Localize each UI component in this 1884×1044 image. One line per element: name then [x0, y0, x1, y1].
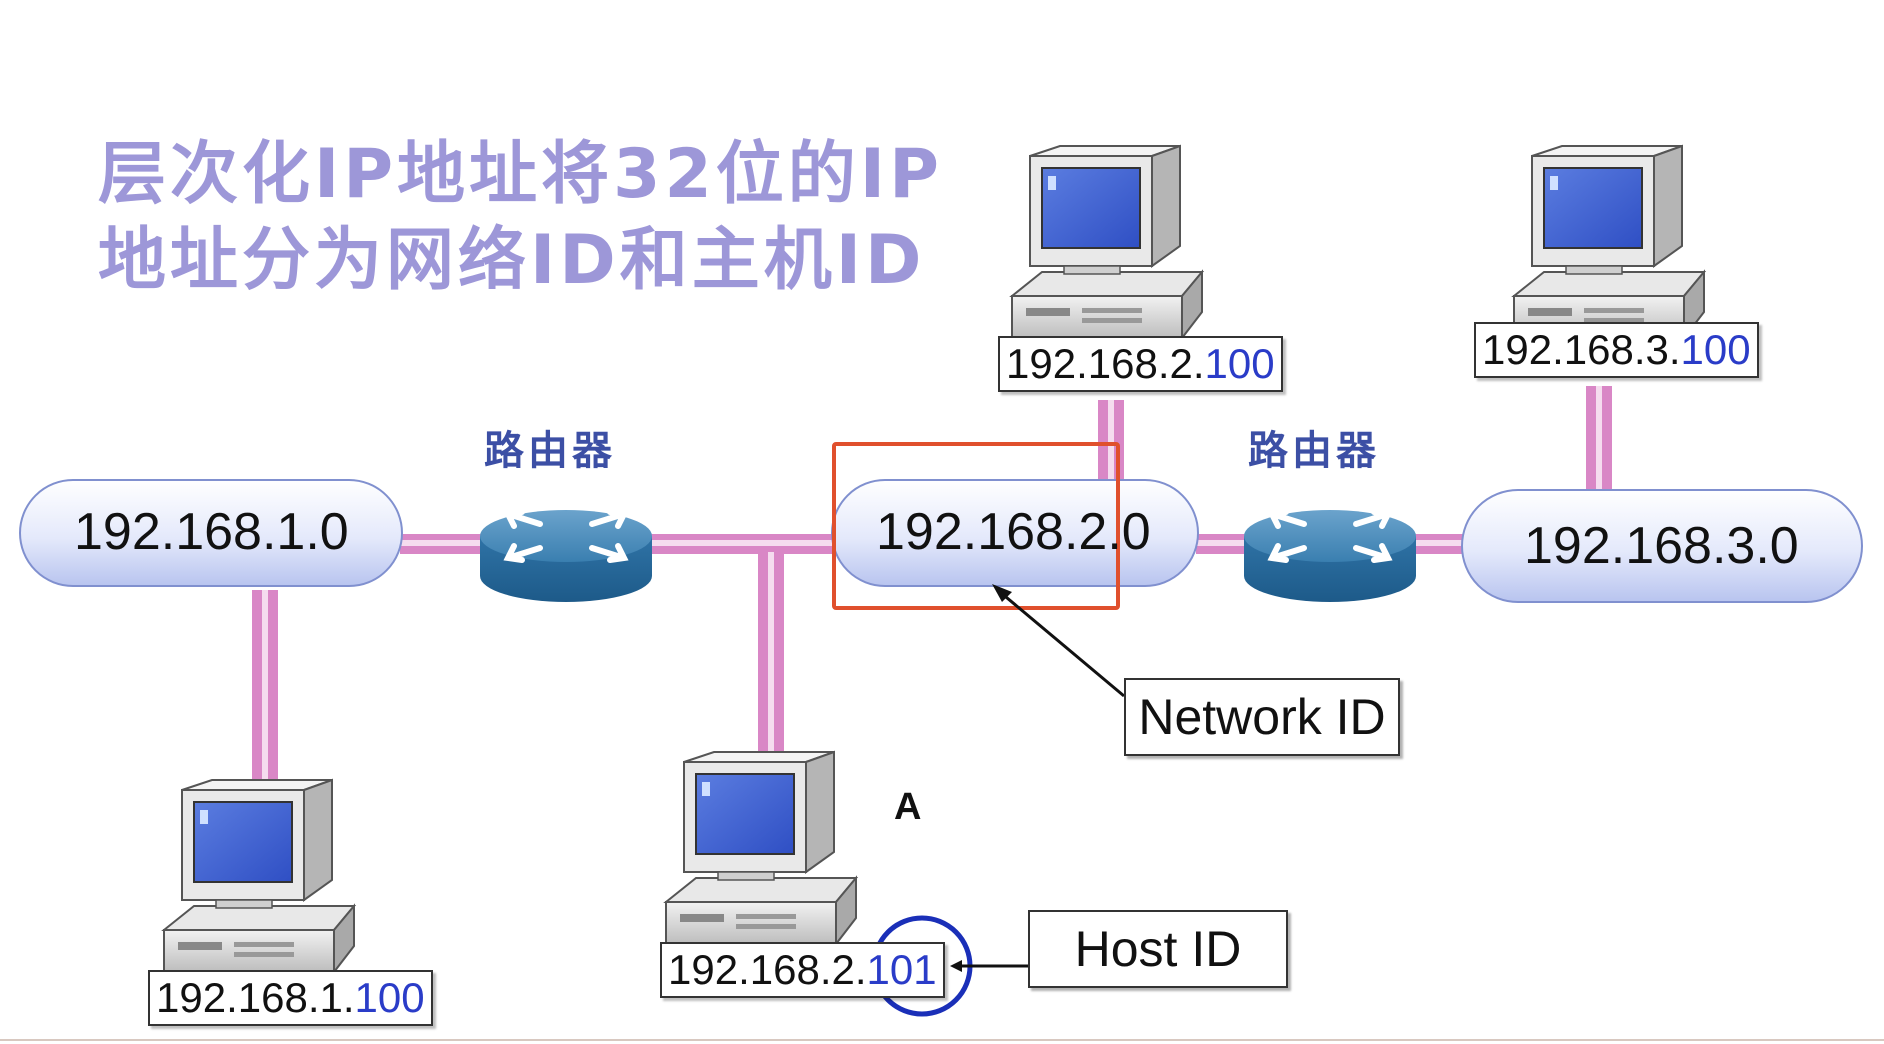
computer-icon-net1: [163, 779, 355, 973]
computer-icon-net3: [1513, 145, 1705, 339]
host-ip-box-net3: 192.168.3.100: [1474, 322, 1759, 378]
network-cloud-3: [1461, 489, 1863, 603]
router-label-2: 路由器: [1248, 428, 1380, 474]
host-id-callout: Host ID: [1028, 910, 1288, 988]
network-id-arrow: [999, 590, 1125, 698]
network-cloud-1: [19, 479, 403, 587]
host-ip-box-host-a: 192.168.2.101: [660, 942, 945, 998]
network-address-2: 192.168.2.0: [876, 503, 1151, 561]
slide-title-line-2: 地址分为网络ID和主机ID: [98, 221, 926, 300]
network-address-3: 192.168.3.0: [1524, 517, 1799, 575]
host-ip-host-part: 100: [1204, 340, 1275, 387]
host-ip-host-part: 100: [354, 974, 425, 1021]
network-id-highlight: [832, 442, 1120, 610]
network-id-callout: Network ID: [1124, 678, 1400, 756]
host-ip-network-part: 192.168.2.: [1006, 340, 1205, 387]
host-ip-network-part: 192.168.3.: [1482, 326, 1681, 373]
computer-icon-net2: [1011, 145, 1203, 339]
slide-title-line-1: 层次化IP地址将32位的IP: [98, 135, 943, 214]
router-label-1: 路由器: [484, 428, 616, 474]
host-ip-host-part: 101: [866, 946, 937, 993]
network-address-1: 192.168.1.0: [74, 503, 349, 561]
host-ip-box-net2: 192.168.2.100: [998, 336, 1283, 392]
host-ip-network-part: 192.168.2.: [668, 946, 867, 993]
host-ip-host-part: 100: [1680, 326, 1751, 373]
router-icon-1: [480, 510, 652, 602]
host-ip-box-net1: 192.168.1.100: [148, 970, 433, 1026]
host-a-label: A: [894, 786, 922, 828]
host-ip-network-part: 192.168.1.: [156, 974, 355, 1021]
router-icon-2: [1244, 510, 1416, 602]
computer-icon-host-a: [665, 751, 857, 945]
